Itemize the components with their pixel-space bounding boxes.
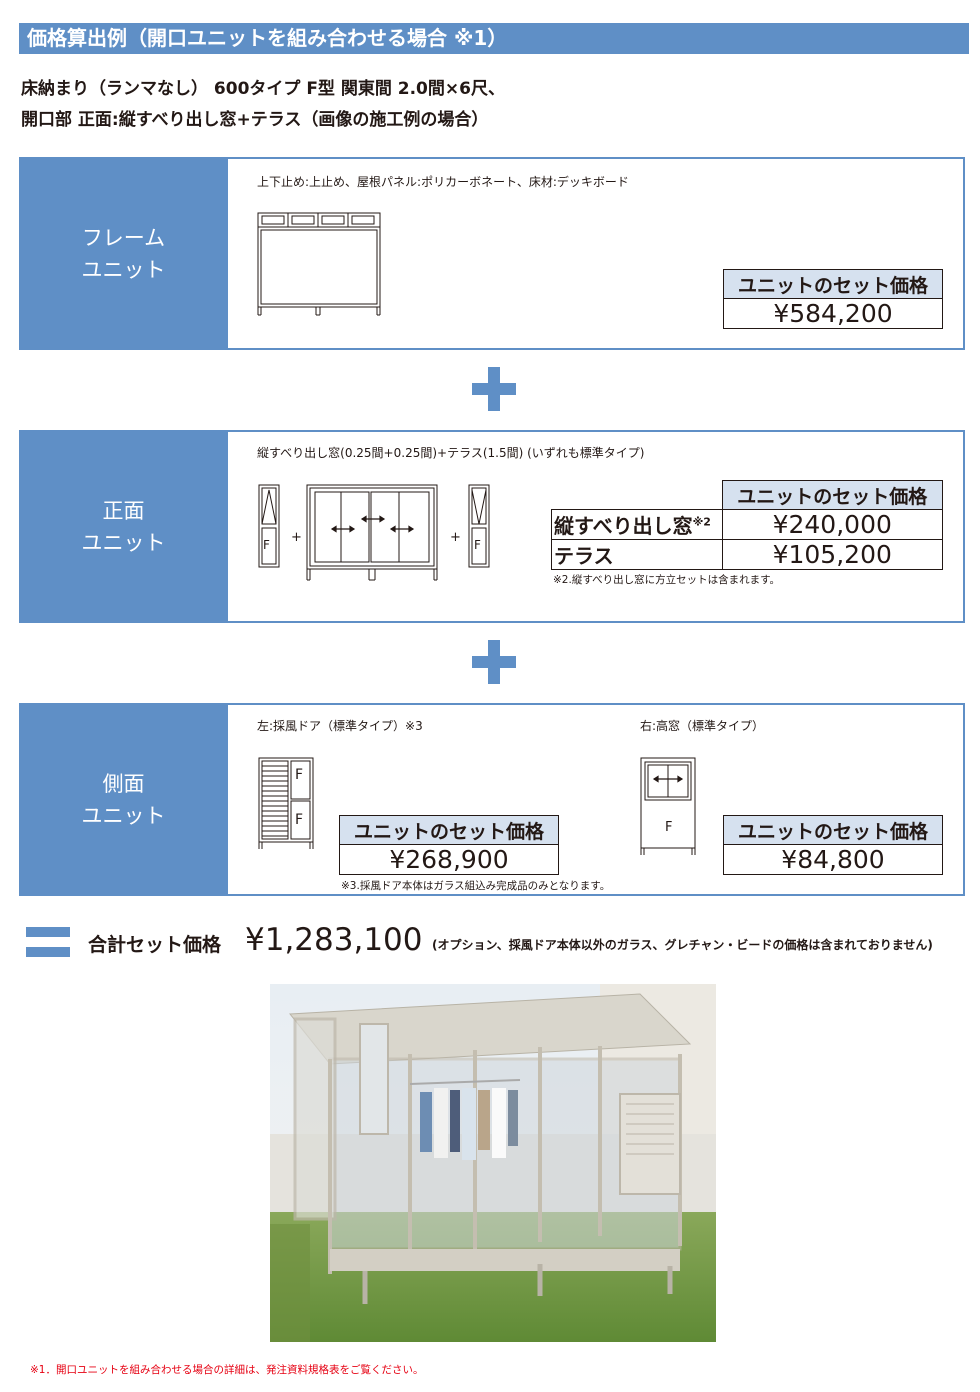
side-unit-label-line2: ユニット [81, 803, 166, 828]
frame-unit-label-line2: ユニット [81, 257, 166, 282]
side-right-price-table: ユニットのセット価格 ¥84,800 [723, 815, 943, 875]
side-right-price-header: ユニットのセット価格 [723, 815, 943, 845]
side-left-price-header: ユニットのセット価格 [339, 815, 559, 845]
side-unit-note: ※3.採風ドア本体はガラス組込み完成品のみとなります。 [341, 880, 611, 892]
plus-icon [472, 367, 516, 411]
casement-window-left-diagram [258, 484, 280, 568]
terrace-door-diagram [306, 484, 438, 581]
front-right-fixed-mark: F [474, 538, 481, 552]
side-unit-left-desc: 左:採風ドア（標準タイプ）※3 [257, 719, 423, 733]
side-door-fixed-mark-lower: F [295, 812, 304, 828]
high-window-diagram [640, 757, 696, 855]
side-unit-label-line1: 側面 [102, 771, 145, 796]
front-unit-price-table: ユニットのセット価格 縦すべり出し窓※2 ¥240,000 テラス ¥105,2… [551, 480, 943, 570]
plus-mark-right: + [450, 530, 461, 545]
frame-unit-box: フレーム ユニット 上下止め:上止め、屋根パネル:ポリカーボネート、床材:デッキ… [19, 157, 965, 350]
side-unit-content: 左:採風ドア（標準タイプ）※3 右:高窓（標準タイプ） F F [228, 705, 963, 894]
front-unit-box: 正面 ユニット 縦すべり出し窓(0.25間+0.25間)+テラス(1.5間) (… [19, 430, 965, 623]
side-unit-label: 側面 ユニット [21, 705, 226, 894]
spec-line-1: 床納まり（ランマなし） 600タイプ F型 関東間 2.0間×6尺、 [21, 79, 505, 99]
front-unit-label-line1: 正面 [102, 498, 145, 523]
ventilation-door-diagram [258, 757, 314, 849]
frame-unit-desc: 上下止め:上止め、屋根パネル:ポリカーボネート、床材:デッキボード [257, 175, 629, 189]
plus-icon [472, 640, 516, 684]
section-title-bar: 価格算出例（開口ユニットを組み合わせる場合 ※1） [19, 23, 969, 54]
total-price: ¥1,283,100 [245, 922, 423, 958]
casement-window-right-diagram [468, 484, 490, 568]
front-unit-desc: 縦すべり出し窓(0.25間+0.25間)+テラス(1.5間) (いずれも標準タイ… [257, 446, 645, 460]
frame-unit-content: 上下止め:上止め、屋根パネル:ポリカーボネート、床材:デッキボード [228, 159, 963, 348]
side-unit-box: 側面 ユニット 左:採風ドア（標準タイプ）※3 右:高窓（標準タイプ） [19, 703, 965, 896]
side-right-price: ¥84,800 [723, 844, 943, 875]
front-left-fixed-mark: F [263, 538, 270, 552]
front-row-price-terrace: ¥105,200 [721, 539, 943, 570]
frame-unit-label-line1: フレーム [81, 225, 166, 250]
high-window-fixed-mark: F [665, 820, 673, 835]
front-row-label-window: 縦すべり出し窓※2 [551, 509, 723, 540]
frame-unit-price-table: ユニットのセット価格 ¥584,200 [723, 269, 943, 329]
front-unit-content: 縦すべり出し窓(0.25間+0.25間)+テラス(1.5間) (いずれも標準タイ… [228, 432, 963, 621]
front-unit-price-header: ユニットのセット価格 [721, 480, 943, 510]
spec-line-2: 開口部 正面:縦すべり出し窓+テラス（画像の施工例の場合） [21, 110, 489, 130]
equals-icon [26, 927, 70, 957]
frame-unit-price: ¥584,200 [723, 298, 943, 329]
side-unit-right-desc: 右:高窓（標準タイプ） [640, 719, 765, 733]
section-title: 価格算出例（開口ユニットを組み合わせる場合 ※1） [27, 26, 508, 50]
front-unit-label: 正面 ユニット [21, 432, 226, 621]
side-left-price: ¥268,900 [339, 844, 559, 875]
sunroom-photo [270, 984, 716, 1342]
total-note: (オプション、採風ドア本体以外のガラス、グレチャン・ビードの価格は含まれておりま… [432, 938, 933, 952]
front-row-price-window: ¥240,000 [721, 509, 943, 540]
front-unit-note: ※2.縦すべり出し窓に方立セットは含まれます。 [553, 574, 781, 586]
front-row-label-terrace: テラス [551, 539, 723, 570]
front-unit-label-line2: ユニット [81, 530, 166, 555]
plus-mark-left: + [291, 530, 302, 545]
frame-unit-diagram [257, 212, 381, 316]
side-left-price-table: ユニットのセット価格 ¥268,900 [339, 815, 559, 875]
frame-unit-price-header: ユニットのセット価格 [723, 269, 943, 299]
frame-unit-label: フレーム ユニット [21, 159, 226, 348]
footnote: ※1．開口ユニットを組み合わせる場合の詳細は、発注資料規格表をご覧ください。 [30, 1364, 424, 1376]
total-label: 合計セット価格 [88, 934, 222, 956]
side-door-fixed-mark-upper: F [295, 767, 304, 783]
